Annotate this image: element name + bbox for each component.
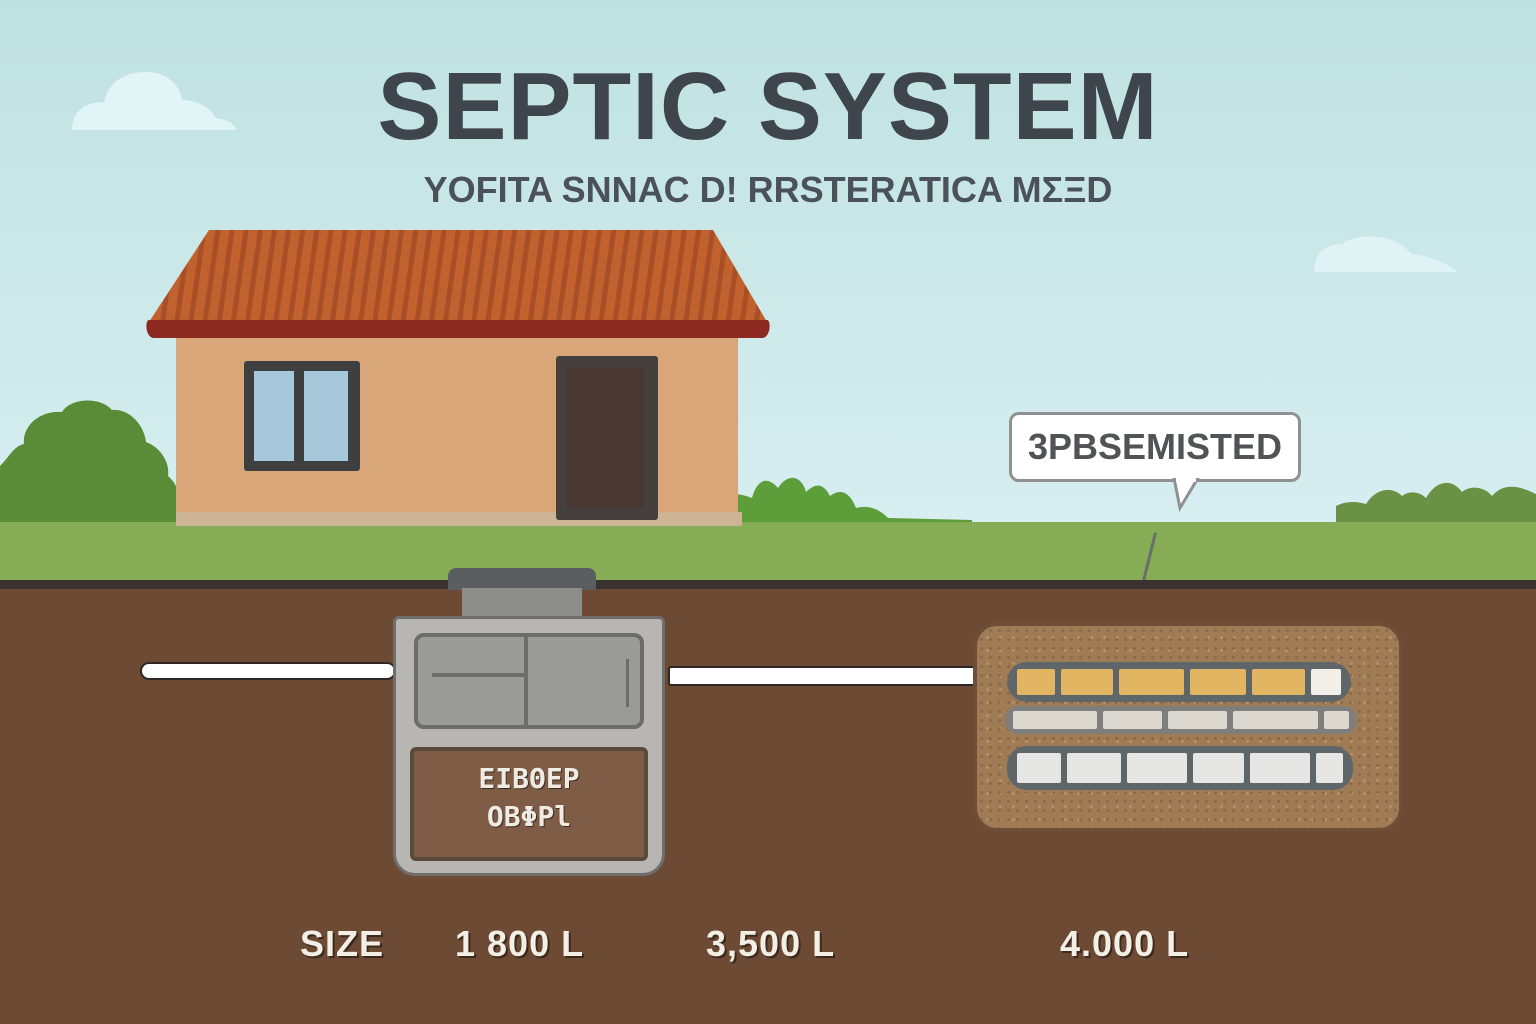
cloud-icon xyxy=(1314,236,1458,272)
size-row: SIZE 1 800 L 3,500 L 4.000 L xyxy=(0,920,1536,970)
drain-lateral-1 xyxy=(1007,662,1351,702)
ground-surface-line xyxy=(0,580,1536,589)
house-window xyxy=(244,361,360,471)
tank-sludge-chamber: ΕΙΒΘΕΡ OBΦPl xyxy=(410,747,648,861)
drain-field xyxy=(973,622,1403,832)
page-subtitle: YOFITA ЅNNAC D! RRSTERATICA MΣΞD xyxy=(423,169,1113,210)
roof-icon xyxy=(146,230,770,338)
inlet-pipe xyxy=(140,662,396,680)
size-value-middle: 3,500 L xyxy=(706,923,836,964)
septic-tank: ΕΙΒΘΕΡ OBΦPl xyxy=(393,616,665,876)
drain-lateral-2 xyxy=(1005,706,1357,734)
house-door xyxy=(556,356,658,520)
tank-label-line2: OBΦPl xyxy=(486,800,572,833)
callout-label: 3PBSEMISTED xyxy=(1027,426,1283,467)
bush-middle-icon xyxy=(722,477,972,530)
size-value-tank: 1 800 L xyxy=(455,923,585,964)
drain-lateral-3 xyxy=(1007,746,1353,790)
page-title: SEPTIC SYSTEM xyxy=(377,53,1159,160)
callout-pointer-icon xyxy=(1172,478,1200,512)
size-label: SIZE xyxy=(300,923,385,964)
tank-access-lid xyxy=(448,568,596,590)
tank-scum-chamber xyxy=(414,633,644,729)
drain-field-callout: 3PBSEMISTED xyxy=(1009,412,1301,482)
tank-label-line1: ΕΙΒΘΕΡ xyxy=(478,762,580,795)
bush-left-icon xyxy=(0,400,183,530)
size-value-field: 4.000 L xyxy=(1060,923,1190,964)
cloud-icon xyxy=(72,72,236,130)
bush-right-icon xyxy=(1336,482,1536,532)
grass-layer xyxy=(0,522,1536,582)
